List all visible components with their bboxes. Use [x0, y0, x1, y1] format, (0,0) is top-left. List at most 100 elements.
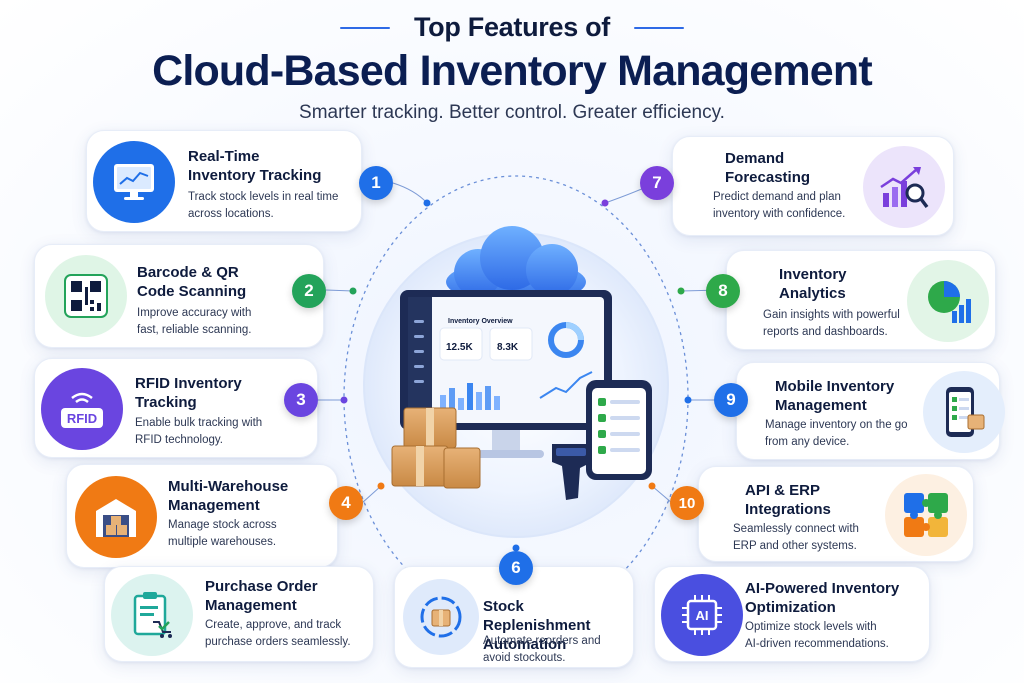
feature-title-line-2: Management [168, 497, 260, 515]
pie-bar-chart-icon [928, 281, 971, 323]
feature-title-line-2: Forecasting [725, 169, 811, 187]
feature-desc-line-2: fast, reliable scanning. [137, 323, 252, 336]
feature-desc-line-1: Manage stock across [168, 519, 277, 531]
feature-card-stock-replenishment[interactable]: Stock Replenishment Automation Automate … [394, 566, 634, 668]
feature-title-line-1: Multi-Warehouse [168, 478, 289, 495]
rfid-icon-label: RFID [67, 411, 97, 426]
feature-desc-line-1: Predict demand and plan [713, 191, 841, 203]
feature-desc-line-1: Track stock levels in real time [188, 191, 339, 203]
header: Top Features of Cloud-Based Inventory Ma… [0, 12, 1024, 124]
title-decor-line-left [339, 26, 390, 29]
feature-title-line-1: RFID Inventory [135, 375, 242, 392]
feature-number-badge-7: 7 [640, 166, 674, 200]
feature-desc-line-1: Optimize stock levels with [745, 621, 877, 633]
feature-number-badge-1: 1 [359, 166, 393, 200]
feature-icon-circle [923, 371, 1005, 453]
feature-number-badge-3: 3 [284, 383, 318, 417]
feature-icon-circle: RFID [41, 368, 123, 450]
dashboard-stat-2: 8.3K [497, 342, 519, 353]
trend-magnifier-icon [880, 167, 929, 209]
feature-desc-line-2: multiple warehouses. [168, 535, 277, 548]
dashboard-stat-1: 12.5K [446, 342, 473, 353]
feature-desc-line-1: Automate reorders and [483, 635, 601, 647]
rfid-icon: RFID [61, 392, 103, 428]
feature-desc-line-2: inventory with confidence. [713, 207, 846, 220]
feature-title-line-2: Analytics [779, 285, 846, 303]
feature-card-rfid-tracking[interactable]: RFID RFID Inventory Tracking Enable bulk… [34, 358, 318, 458]
feature-number-badge-4: 4 [329, 486, 363, 520]
feature-card-mobile-inventory[interactable]: Mobile Inventory Management Manage inven… [736, 362, 1005, 460]
feature-title-line-2: Integrations [745, 501, 831, 519]
clipboard-cart-icon [133, 592, 172, 638]
feature-title-line-1: API & ERP [745, 482, 821, 499]
feature-title-line-2: Code Scanning [137, 283, 247, 301]
feature-title-line-2: Management [205, 597, 297, 615]
feature-desc-line-1: Improve accuracy with [137, 307, 252, 319]
feature-card-demand-forecasting[interactable]: Demand Forecasting Predict demand and pl… [672, 136, 954, 236]
feature-title-line-2: Automation [483, 636, 567, 654]
barcode-scanner-icon [552, 444, 592, 500]
feature-desc-line-1: Enable bulk tracking with [135, 417, 263, 429]
feature-title-line-1: Demand [725, 150, 785, 167]
feature-number-badge-6: 6 [499, 551, 533, 585]
feature-title-line-1: Inventory [779, 266, 847, 283]
feature-card-barcode-scanning[interactable]: Barcode & QR Code Scanning Improve accur… [34, 244, 324, 348]
feature-title-line-2: Optimization [745, 599, 836, 617]
feature-card-ai-optimization[interactable]: AI AI-Powered Inventory Optimization Opt… [654, 566, 930, 662]
feature-desc-line-1: Seamlessly connect with [733, 523, 859, 535]
boxes-icon [391, 407, 481, 489]
page-subtitle: Smarter tracking. Better control. Greate… [299, 102, 725, 123]
feature-desc-line-2: across locations. [188, 207, 274, 220]
qr-code-icon [64, 274, 108, 318]
feature-number-badge-9: 9 [714, 383, 748, 417]
feature-title-line-2: Management [775, 397, 867, 415]
warehouse-icon [96, 499, 136, 537]
feature-card-multi-warehouse[interactable]: Multi-Warehouse Management Manage stock … [66, 464, 338, 568]
feature-icon-circle [885, 474, 967, 556]
feature-title-line-1: Purchase Order [205, 578, 318, 595]
connector-dots [340, 199, 692, 552]
feature-desc-line-2: purchase orders seamlessly. [205, 635, 351, 648]
feature-icon-circle [863, 146, 945, 228]
feature-icon-circle [111, 574, 193, 656]
feature-desc-line-2: RFID technology. [135, 433, 223, 446]
feature-desc-line-2: ERP and other systems. [733, 539, 857, 552]
feature-icon-circle [93, 141, 175, 223]
feature-desc-line-2: avoid stockouts. [483, 651, 566, 664]
page-title: Cloud-Based Inventory Management [152, 47, 873, 95]
feature-desc-line-1: Create, approve, and track [205, 619, 342, 631]
feature-number-badge-2: 2 [292, 274, 326, 308]
feature-desc-line-2: from any device. [765, 435, 850, 448]
feature-card-purchase-order[interactable]: Purchase Order Management Create, approv… [104, 566, 374, 662]
puzzle-pieces-icon [904, 493, 948, 537]
feature-title-line-1: Stock Replenishment [483, 598, 591, 635]
phone-icon [586, 380, 652, 480]
feature-icon-circle [45, 255, 127, 337]
monitor-icon [400, 290, 612, 458]
feature-card-api-erp[interactable]: API & ERP Integrations Seamlessly connec… [698, 466, 974, 562]
ai-chip-icon: AI [682, 595, 722, 635]
feature-icon-circle [907, 260, 989, 342]
feature-title-line-2: Inventory Tracking [188, 167, 322, 185]
mobile-checklist-icon [946, 387, 985, 437]
feature-icon-circle [75, 476, 157, 558]
feature-desc-line-2: reports and dashboards. [763, 325, 888, 338]
ai-icon-label: AI [696, 608, 709, 623]
feature-number-badge-8: 8 [706, 274, 740, 308]
feature-desc-line-1: Manage inventory on the go [765, 419, 908, 431]
feature-title-line-2: Tracking [135, 394, 197, 412]
feature-icon-circle [403, 579, 479, 655]
feature-title-line-1: Mobile Inventory [775, 378, 895, 395]
replenishment-cycle-icon [420, 596, 462, 638]
feature-desc-line-1: Gain insights with powerful [763, 309, 900, 321]
title-decor-line-right [634, 26, 684, 29]
feature-card-real-time-tracking[interactable]: Real-Time Inventory Tracking Track stock… [86, 130, 362, 232]
feature-title-line-1: AI-Powered Inventory [745, 580, 900, 597]
feature-number-badge-10: 10 [670, 486, 704, 520]
monitor-chart-icon [114, 164, 154, 200]
page-kicker: Top Features of [413, 12, 610, 42]
feature-icon-circle: AI [661, 574, 743, 656]
feature-card-inventory-analytics[interactable]: Inventory Analytics Gain insights with p… [726, 250, 996, 350]
feature-title-line-1: Real-Time [188, 148, 260, 165]
